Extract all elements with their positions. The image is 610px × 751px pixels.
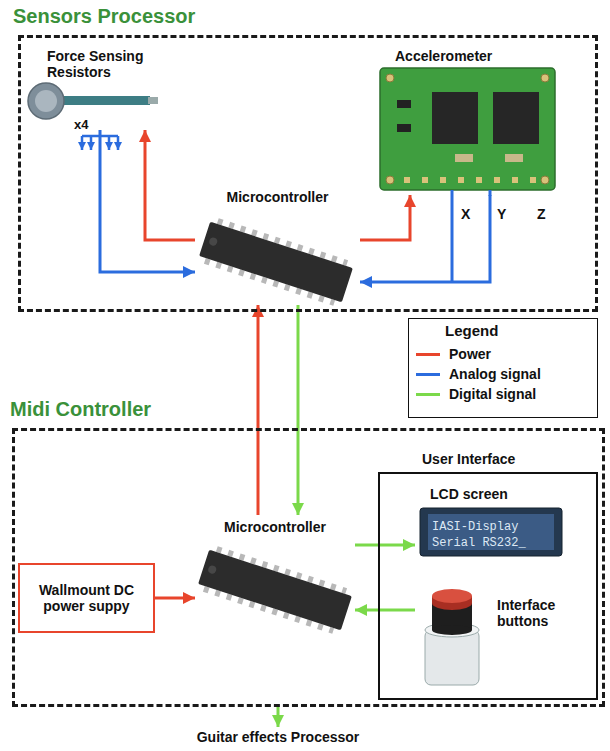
- axis-pin-label: X: [461, 206, 470, 222]
- part-label: Force Sensing Resistors: [47, 48, 162, 80]
- signal-connector: [100, 130, 195, 272]
- dip-chip: [197, 547, 353, 633]
- mount-hole: [541, 176, 549, 184]
- mount-hole: [386, 176, 394, 184]
- dashed-region: MicrocontrollerWallmount DC power suppy L…: [12, 428, 605, 707]
- legend-swatch: [416, 373, 440, 376]
- region-title: Sensors Processor: [13, 5, 195, 28]
- button-body-bottom: [432, 625, 472, 635]
- mount-hole: [386, 74, 394, 82]
- multiplier-label: x4: [74, 118, 88, 133]
- signal-connector: [297, 305, 300, 515]
- x-lead: [451, 190, 454, 282]
- accelerometer-board: [380, 68, 555, 190]
- label-anchor: Z: [537, 205, 546, 223]
- mount-hole: [541, 74, 549, 82]
- screen-text: IASI-Display: [432, 520, 518, 534]
- pin-pads: [404, 177, 536, 183]
- legend-title: Legend: [445, 322, 498, 339]
- legend-text: Digital signal: [449, 386, 536, 402]
- smd-part: [505, 154, 523, 162]
- signal-connector: [257, 305, 260, 515]
- part-label: Accelerometer: [395, 48, 492, 64]
- power-supply-box: Wallmount DC power suppy: [18, 563, 155, 633]
- sensor-pad-center: [35, 90, 57, 112]
- chip-box: Microcontroller: [195, 185, 360, 305]
- smd-part: [397, 100, 411, 108]
- lcd-frame: [420, 508, 562, 556]
- screen-text: Serial RS232_: [432, 536, 526, 550]
- fan-lead: [117, 136, 120, 150]
- sensor-chip: [493, 92, 539, 144]
- axis-pin-label: Z: [537, 206, 546, 222]
- axis-pin-label: Y: [497, 206, 506, 222]
- signal-connector: [155, 597, 195, 600]
- label-anchor: Legend: [445, 322, 498, 340]
- region-title: Midi Controller: [10, 398, 151, 421]
- signal-connector: [360, 195, 490, 282]
- legend-entry: Power: [409, 344, 597, 364]
- label-anchor: Serial RS232_: [432, 532, 526, 550]
- dashed-region: Force Sensing Resistors AccelerometerMicr…: [18, 35, 598, 312]
- chip-notch: [208, 237, 218, 247]
- dip-chip: [198, 219, 354, 305]
- panel-box: LCD screenInterface buttonsUser Interfac…: [378, 472, 598, 700]
- legend-text: Power: [449, 346, 491, 362]
- sensor-pad: [28, 83, 64, 119]
- chip-body: [198, 550, 352, 631]
- sensor-box: Accelerometer: [375, 45, 560, 195]
- legend-entry: Digital signal: [409, 384, 597, 404]
- lcd-picture: [420, 508, 562, 556]
- sensor-box: Force Sensing Resistors: [25, 45, 167, 130]
- panel-title: User Interface: [422, 451, 515, 467]
- chip-box: Microcontroller: [195, 515, 355, 640]
- legend-swatch: [416, 393, 440, 396]
- force-sensor-picture: [28, 83, 158, 119]
- label-anchor: IASI-Display: [432, 516, 518, 534]
- part-label: LCD screen: [430, 486, 508, 502]
- fan-lead: [90, 136, 93, 150]
- sensor-pins: [148, 97, 158, 104]
- legend-text: Analog signal: [449, 366, 541, 382]
- fan-lead: [108, 136, 111, 150]
- smd-part: [397, 124, 411, 132]
- button-base: [425, 630, 479, 685]
- lcd-glass: [428, 514, 554, 550]
- part-label: Microcontroller: [227, 189, 329, 205]
- output-box: Guitar effects Processor: [193, 727, 364, 747]
- legend-entry: Analog signal: [409, 364, 597, 384]
- chip-notch: [207, 565, 217, 575]
- fan-lead: [81, 136, 84, 150]
- accelerometer-leads: [452, 190, 490, 282]
- pcb: [380, 68, 555, 190]
- component-box: Interface buttons: [415, 575, 587, 693]
- label-anchor: x4: [74, 115, 88, 133]
- label-anchor: Y: [497, 205, 506, 223]
- part-label: Microcontroller: [224, 519, 326, 535]
- sensor-chip: [432, 92, 478, 144]
- smd-part: [455, 154, 473, 162]
- signal-connector: [360, 195, 410, 240]
- signal-connector: [145, 130, 195, 240]
- legend-box: PowerAnalog signalDigital signal: [408, 318, 598, 418]
- button-picture: [425, 589, 479, 685]
- label-anchor: X: [461, 205, 470, 223]
- signal-connector: [355, 609, 415, 612]
- part-label: Interface buttons: [497, 597, 582, 629]
- signal-connector: [355, 544, 415, 547]
- signal-connector: [277, 707, 280, 727]
- output-label: Guitar effects Processor: [193, 727, 364, 747]
- sensor-tail: [60, 96, 150, 105]
- legend-swatch: [416, 353, 440, 356]
- chip-body: [199, 222, 353, 303]
- box-label: Wallmount DC power suppy: [27, 582, 147, 614]
- button-cap: [432, 589, 472, 603]
